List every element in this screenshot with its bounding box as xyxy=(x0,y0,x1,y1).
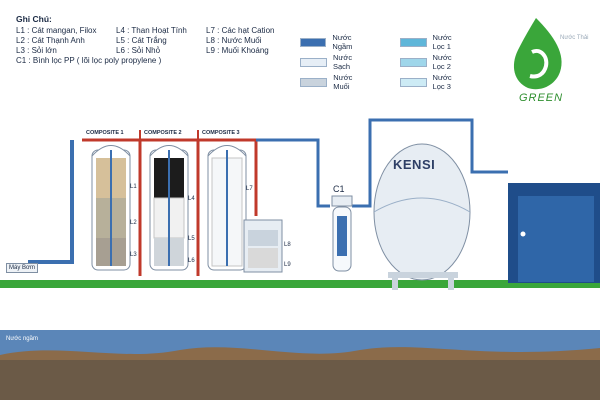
key-label: Nước Muối xyxy=(333,73,353,91)
soil-wave xyxy=(0,347,600,360)
layer-label: L3 xyxy=(130,252,137,258)
legend-item: L6 : Sỏi Nhỏ xyxy=(116,46,161,55)
layer-label: L7 xyxy=(246,186,253,192)
c1-label: C1 xyxy=(333,184,345,194)
legend-item: L4 : Than Hoạt Tính xyxy=(116,26,187,35)
layer-label: L8 xyxy=(284,242,291,248)
key-label: Nước Ngầm xyxy=(332,33,353,51)
composite-3-label: COMPOSITE 3 xyxy=(202,130,240,136)
salt-tank xyxy=(243,219,283,273)
key-filter-3: Nước Lọc 3 xyxy=(400,73,461,91)
swatch-salt-water xyxy=(300,77,328,87)
pipe-raw-riser xyxy=(60,140,74,264)
swatch-filter-2 xyxy=(400,57,427,67)
pump-label: Máy Bơm xyxy=(6,263,38,273)
ground-grass xyxy=(0,280,600,288)
layer-label: L6 xyxy=(188,258,195,264)
soil-layer xyxy=(0,355,600,400)
key-label: Nước Lọc 3 xyxy=(432,73,452,91)
legend-rows: L1 : Cát mangan, Filox L2 : Cát Thạnh An… xyxy=(16,26,316,56)
title-banner: SƠ ĐỒ CẤU TẠO MÁY LỌC NƯỚC TỔNG ĐẦU NGUỒ… xyxy=(0,293,600,331)
swatch-ground-water xyxy=(300,37,327,47)
c1-filter xyxy=(331,195,353,272)
composite-1 xyxy=(91,145,131,271)
key-label: Nước Sạch xyxy=(332,53,353,71)
legend-item: L8 : Nước Muối xyxy=(206,36,262,45)
legend-item: L5 : Cát Trắng xyxy=(116,36,167,45)
key-label: Nước Lọc 2 xyxy=(432,53,452,71)
muted-label: Nước Thải xyxy=(560,35,589,41)
legend-col-2: L4 : Than Hoạt Tính L5 : Cát Trắng L6 : … xyxy=(116,26,206,56)
composite-2-label: COMPOSITE 2 xyxy=(144,130,182,136)
pipe-to-c1 xyxy=(256,138,330,208)
brand-name: GREEN xyxy=(518,92,564,104)
legend-item: L2 : Cát Thạnh Anh xyxy=(16,36,85,45)
composite-2 xyxy=(149,145,189,271)
layer-label: L4 xyxy=(188,196,195,202)
legend-col-3: L7 : Các hạt Cation L8 : Nước Muối L9 : … xyxy=(206,26,316,56)
swatch-filter-3 xyxy=(400,77,427,87)
swatch-clean-water xyxy=(300,57,327,67)
ground-water-label: Nước ngầm xyxy=(6,336,38,342)
door-knob xyxy=(520,231,526,237)
legend-title: Ghi Chú: xyxy=(16,14,52,24)
layer-label: L1 xyxy=(130,184,137,190)
key-salt-water: Nước Muối xyxy=(300,73,361,91)
key-label: Nước Lọc 1 xyxy=(432,33,452,51)
pipe-top-connectors xyxy=(139,130,199,140)
layer-label: L9 xyxy=(284,262,291,268)
swatch-filter-1 xyxy=(400,37,427,47)
key-clean-water: Nước Sạch xyxy=(300,53,361,71)
layer-label: L5 xyxy=(188,236,195,242)
legend: Ghi Chú: L1 : Cát mangan, Filox L2 : Cát… xyxy=(16,14,316,66)
legend-item: L1 : Cát mangan, Filox xyxy=(16,26,97,35)
legend-item: L3 : Sỏi lớn xyxy=(16,46,57,55)
composite-1-label: COMPOSITE 1 xyxy=(86,130,124,136)
building-door xyxy=(518,196,594,282)
kensi-brand: KENSI xyxy=(393,157,436,172)
legend-col-1: L1 : Cát mangan, Filox L2 : Cát Thạnh An… xyxy=(16,26,116,56)
composite-3 xyxy=(207,145,247,271)
key-ground-water: Nước Ngầm xyxy=(300,33,362,51)
green-logo xyxy=(513,18,562,90)
key-filter-1: Nước Lọc 1 xyxy=(400,33,461,51)
kensi-tank xyxy=(373,143,471,290)
legend-item: L7 : Các hạt Cation xyxy=(206,26,275,35)
banner-text: SƠ ĐỒ CẤU TẠO MÁY LỌC NƯỚC TỔNG ĐẦU NGUỒ… xyxy=(57,301,543,322)
pipe-to-building xyxy=(352,118,508,208)
layer-label: L2 xyxy=(130,220,137,226)
legend-c1-note: C1 : Bình lọc PP ( lõi lọc poly propylen… xyxy=(16,56,162,65)
key-filter-2: Nước Lọc 2 xyxy=(400,53,461,71)
legend-item: L9 : Muối Khoáng xyxy=(206,46,269,55)
